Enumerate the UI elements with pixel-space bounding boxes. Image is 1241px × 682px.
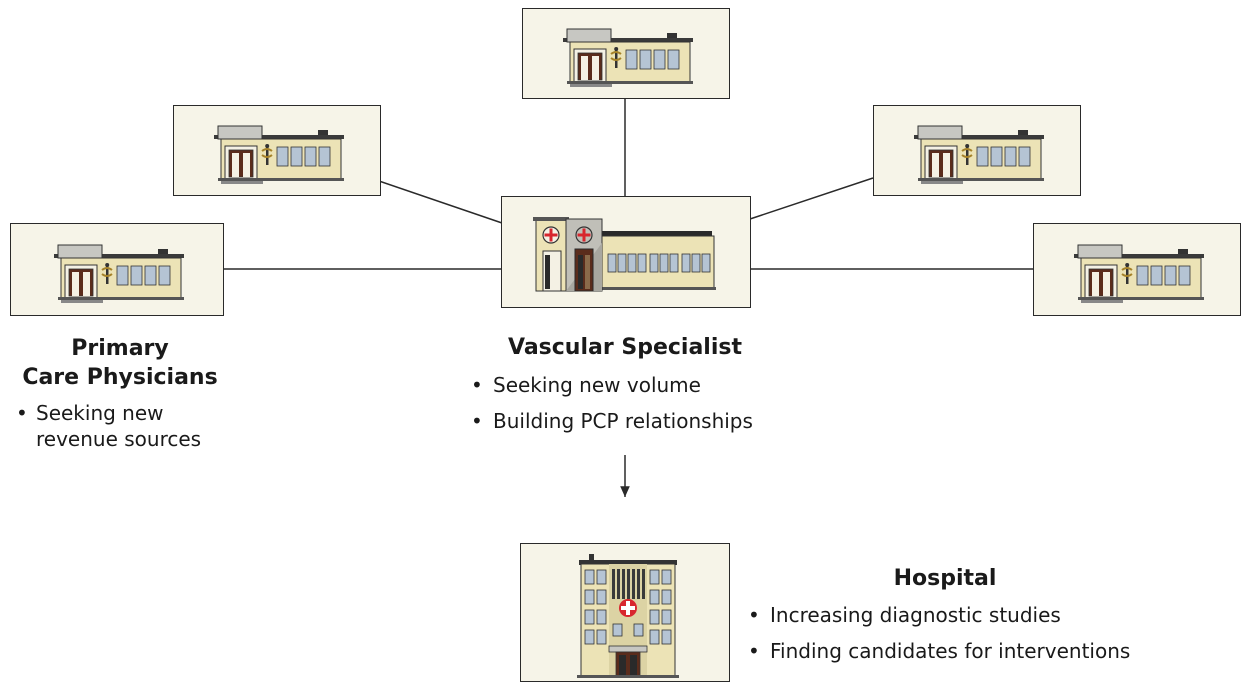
pcp-clinic-upper-right xyxy=(873,105,1081,196)
vascular-specialist-bullet: Seeking new volume xyxy=(469,367,753,403)
vascular-specialist-bullets: Seeking new volume Building PCP relation… xyxy=(469,367,753,439)
connector-upper-left-clinic xyxy=(378,180,503,224)
pcp-title-line1: Primary xyxy=(71,336,169,361)
vascular-specialist-title: Vascular Specialist xyxy=(508,335,742,360)
clinic-building-icon xyxy=(1073,244,1205,304)
hospital-bullet: Finding candidates for interventions xyxy=(746,633,1130,669)
pcp-bullet-line1: Seeking new xyxy=(36,401,164,425)
clinic-building-icon xyxy=(53,244,185,304)
vascular-specialist-bullet: Building PCP relationships xyxy=(469,403,753,439)
pcp-bullets: Seeking new revenue sources xyxy=(14,400,201,452)
pcp-clinic-right xyxy=(1033,223,1241,316)
pcp-title: Primary Care Physicians xyxy=(0,334,240,392)
clinic-building-icon xyxy=(213,125,345,185)
specialist-clinic-icon xyxy=(533,217,716,292)
hospital-title: Hospital xyxy=(893,566,997,591)
hospital-bullets: Increasing diagnostic studies Finding ca… xyxy=(746,597,1130,669)
hospital-building-icon xyxy=(577,554,679,678)
vascular-specialist-box xyxy=(501,196,751,308)
pcp-title-line2: Care Physicians xyxy=(22,365,218,390)
pcp-bullet-line2: revenue sources xyxy=(36,427,202,451)
clinic-building-icon xyxy=(913,125,1045,185)
pcp-bullet: Seeking new revenue sources xyxy=(14,400,201,452)
hospital-bullet: Increasing diagnostic studies xyxy=(746,597,1130,633)
clinic-building-icon xyxy=(562,28,694,88)
pcp-clinic-upper-left xyxy=(173,105,381,196)
connector-upper-right-clinic xyxy=(749,177,874,220)
hospital-box xyxy=(520,543,730,682)
pcp-clinic-left xyxy=(10,223,224,316)
pcp-clinic-top xyxy=(522,8,730,99)
